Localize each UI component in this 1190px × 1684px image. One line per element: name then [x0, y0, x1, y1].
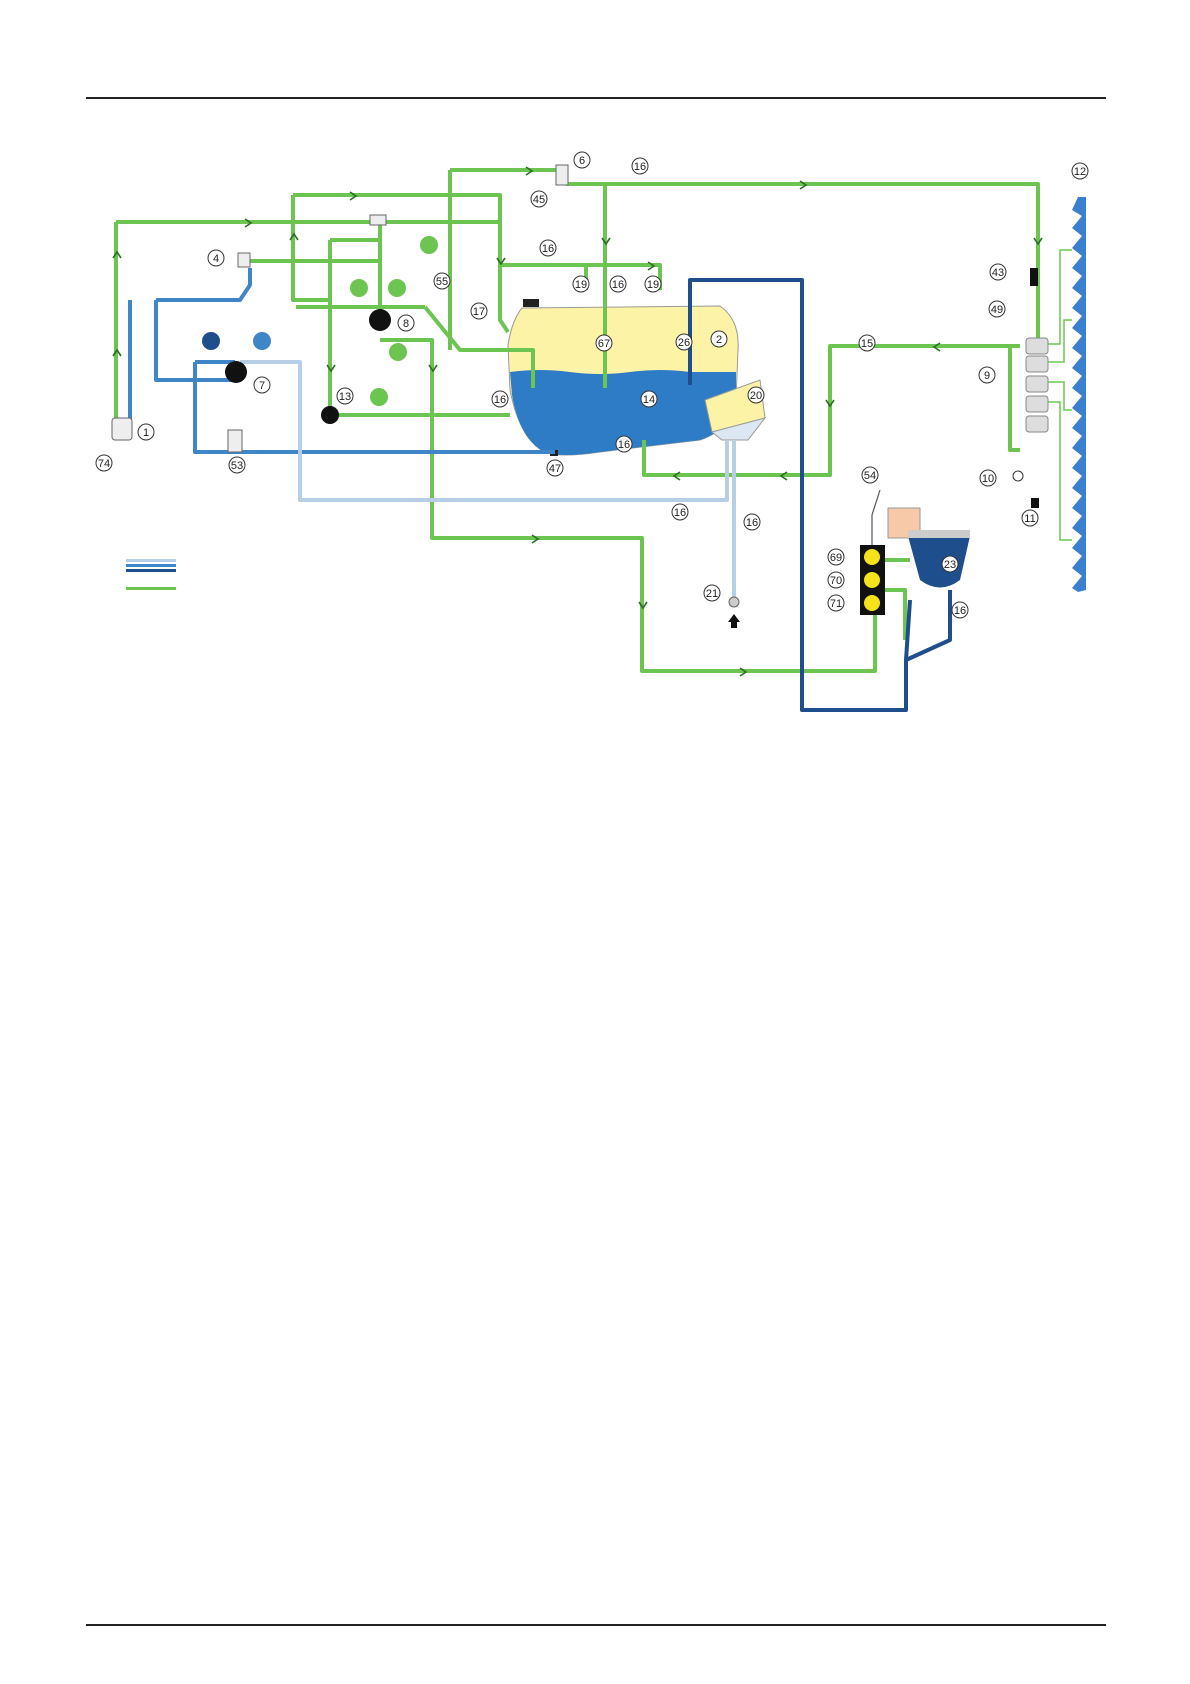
- callout-53: 53: [229, 457, 245, 473]
- callout-text-16d: 16: [494, 394, 506, 406]
- callout-text-2: 2: [716, 334, 722, 346]
- callout-54: 54: [862, 467, 878, 483]
- callout-text-19b: 19: [647, 279, 659, 291]
- callout-69: 69: [828, 549, 844, 565]
- callout-2: 2: [711, 331, 727, 347]
- callout-text-70: 70: [830, 575, 842, 587]
- main-tank: [508, 299, 738, 456]
- callout-text-12: 12: [1074, 166, 1086, 178]
- callout-text-74: 74: [98, 458, 110, 470]
- callout-text-15: 15: [861, 338, 873, 350]
- chemical-mixer: [888, 508, 970, 588]
- filler-inlet: [728, 597, 740, 628]
- callout-67: 67: [596, 335, 612, 351]
- callout-6: 6: [574, 152, 590, 168]
- callout-text-55: 55: [436, 276, 448, 288]
- callout-9: 9: [979, 367, 995, 383]
- callout-71: 71: [828, 595, 844, 611]
- callout-text-23: 23: [944, 559, 956, 571]
- callout-text-16e: 16: [618, 439, 630, 451]
- callout-text-14: 14: [643, 394, 655, 406]
- callout-text-69: 69: [830, 552, 842, 564]
- callout-text-10: 10: [982, 473, 994, 485]
- callout-text-16a: 16: [634, 161, 646, 173]
- callout-45: 45: [531, 191, 547, 207]
- callout-text-16g: 16: [746, 517, 758, 529]
- callout-12: 12: [1072, 163, 1088, 179]
- callout-text-26: 26: [678, 337, 690, 349]
- spray-boom: [1048, 197, 1086, 592]
- callout-text-43: 43: [992, 267, 1004, 279]
- callout-16g: 16: [744, 514, 760, 530]
- callout-74: 74: [96, 455, 112, 471]
- callout-16c: 16: [610, 276, 626, 292]
- callout-26: 26: [676, 334, 692, 350]
- callout-text-67: 67: [598, 338, 610, 350]
- callout-text-8: 8: [403, 318, 409, 330]
- callout-text-49: 49: [991, 304, 1003, 316]
- callout-text-45: 45: [533, 194, 545, 206]
- callout-19b: 19: [645, 276, 661, 292]
- callout-21: 21: [704, 585, 720, 601]
- callout-text-71: 71: [830, 598, 842, 610]
- suction-lines: [130, 268, 555, 452]
- callout-19a: 19: [573, 276, 589, 292]
- callout-text-16f: 16: [674, 507, 686, 519]
- callout-13: 13: [337, 388, 353, 404]
- callout-10: 10: [980, 470, 996, 486]
- section-valve-block: [1013, 268, 1048, 508]
- callout-4: 4: [208, 250, 224, 266]
- callout-7: 7: [254, 377, 270, 393]
- callout-text-17: 17: [473, 306, 485, 318]
- callout-text-47: 47: [549, 463, 561, 475]
- callout-text-16c: 16: [612, 279, 624, 291]
- callout-text-16h: 16: [954, 605, 966, 617]
- callout-15: 15: [859, 335, 875, 351]
- callout-16b: 16: [540, 240, 556, 256]
- callout-16d: 16: [492, 391, 508, 407]
- callout-47: 47: [547, 460, 563, 476]
- callout-14: 14: [641, 391, 657, 407]
- callout-8: 8: [398, 315, 414, 331]
- callout-text-6: 6: [579, 155, 585, 167]
- callout-text-1: 1: [143, 427, 149, 439]
- callout-text-19a: 19: [575, 279, 587, 291]
- callout-text-21: 21: [706, 588, 718, 600]
- callout-49: 49: [989, 301, 1005, 317]
- callout-text-7: 7: [259, 380, 265, 392]
- callout-text-54: 54: [864, 470, 876, 482]
- callout-43: 43: [990, 264, 1006, 280]
- callout-16f: 16: [672, 504, 688, 520]
- callout-11: 11: [1022, 510, 1038, 526]
- callout-16e: 16: [616, 436, 632, 452]
- callout-20: 20: [748, 387, 764, 403]
- callout-text-53: 53: [231, 460, 243, 472]
- callout-16a: 16: [632, 158, 648, 174]
- callout-text-13: 13: [339, 391, 351, 403]
- callout-text-20: 20: [750, 390, 762, 402]
- legend-swatches: [126, 559, 176, 590]
- callout-17: 17: [471, 303, 487, 319]
- callout-16h: 16: [952, 602, 968, 618]
- callout-1: 1: [138, 424, 154, 440]
- tank-lid: [523, 299, 539, 307]
- callout-text-16b: 16: [542, 243, 554, 255]
- callout-text-11: 11: [1024, 513, 1035, 525]
- callout-text-9: 9: [984, 370, 990, 382]
- agitation-valve-panel: [860, 490, 885, 615]
- callout-text-4: 4: [213, 253, 219, 265]
- callout-70: 70: [828, 572, 844, 588]
- callout-23: 23: [942, 556, 958, 572]
- callout-55: 55: [434, 273, 450, 289]
